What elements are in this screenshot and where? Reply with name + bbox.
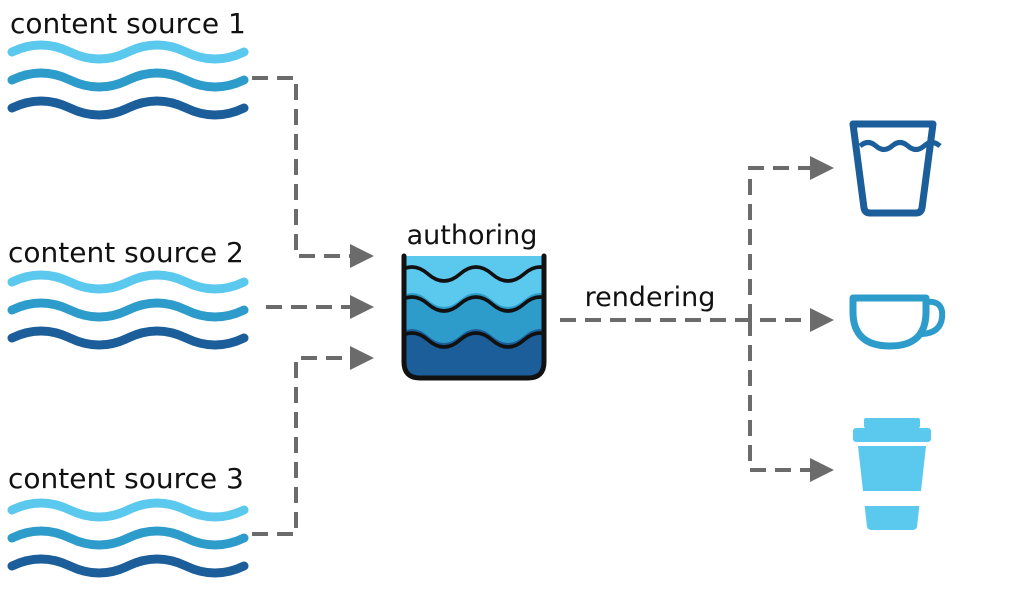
- authoring-bucket-icon: [401, 253, 547, 381]
- source-to-authoring-arrows: [252, 76, 352, 536]
- arrowhead-glass: [810, 156, 834, 180]
- arrowhead-source-1: [350, 244, 374, 268]
- takeaway-cup-icon: [853, 418, 931, 530]
- arrow-source-1: [252, 76, 352, 258]
- source-2-waves-icon: [7, 270, 249, 350]
- arrow-source-3: [252, 356, 352, 536]
- authoring-node: authoring: [401, 220, 547, 381]
- glass-of-water-icon: [849, 120, 942, 217]
- source-1-waves-icon: [7, 40, 249, 120]
- arrowhead-teacup: [810, 308, 834, 332]
- source-arrowheads: [350, 244, 374, 370]
- authoring-label: authoring: [407, 220, 538, 251]
- content-source-1-label: content source 1: [10, 7, 246, 40]
- rendering-label: rendering: [585, 282, 716, 313]
- arrowhead-source-2: [350, 295, 374, 319]
- arrow-render-up: [748, 166, 812, 320]
- content-source-3-label: content source 3: [8, 462, 244, 495]
- arrow-render-down: [748, 320, 812, 472]
- source-3-waves-icon: [7, 498, 249, 578]
- content-source-1: content source 1: [7, 7, 249, 120]
- content-source-2: content source 2: [7, 236, 249, 350]
- content-source-2-label: content source 2: [8, 236, 244, 269]
- rendering-arrows: [560, 166, 812, 472]
- arrowhead-takeaway: [810, 458, 834, 482]
- content-source-3: content source 3: [7, 462, 249, 578]
- render-arrowheads: [810, 156, 834, 482]
- arrowhead-source-3: [350, 346, 374, 370]
- teacup-icon: [849, 294, 946, 350]
